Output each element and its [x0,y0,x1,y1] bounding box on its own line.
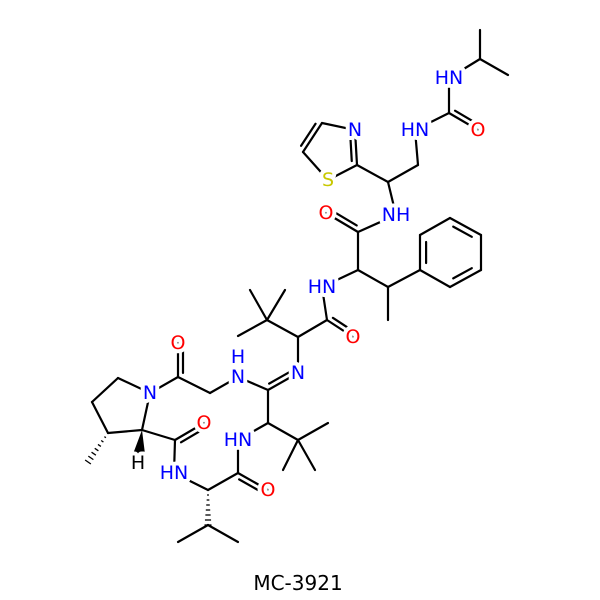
bond [140,428,177,442]
bond [320,268,360,289]
atom-amide2-o: O [346,326,361,348]
bond [265,288,287,322]
atom-urea-o: O [471,119,486,141]
atom-thiazole-n: N [348,119,362,141]
bond [320,121,357,132]
atom-urea-nh-low: HN [401,119,430,141]
bond [326,163,359,182]
atom-urea-nh-top: HN [435,67,464,89]
bond [266,421,300,442]
bond [106,428,144,435]
bond [116,376,152,395]
bond [325,318,355,339]
bond [172,471,210,492]
bond [238,478,264,494]
bond [447,57,482,80]
bond [176,523,210,544]
bond [353,128,359,167]
hash-bond [94,447,99,452]
bond [176,375,212,395]
bond [356,268,390,289]
bond [356,213,398,234]
bond [331,209,358,227]
bond [331,316,354,332]
bond [236,421,270,442]
atom-gly-o: O [171,332,186,354]
bond [208,375,240,395]
bond [448,216,483,237]
bond [206,523,240,544]
hash-bond [100,439,104,443]
bond [148,375,180,395]
bond [413,111,451,132]
atom-val-o: O [261,479,276,501]
bond [248,288,269,322]
bond [140,391,152,432]
bond [296,421,330,442]
bond [413,128,420,167]
bond [301,150,330,182]
bond [418,268,452,289]
bond [452,267,473,280]
atom-pro-h: H [131,452,145,474]
atom-val-nh: HN [160,462,189,484]
bond [90,376,120,404]
atom-amide1-nh: NH [382,204,411,226]
atom-tle-nh: HN [224,429,253,451]
atom-thiazole-s: S [322,169,334,191]
bond [236,471,270,492]
bond [265,318,300,339]
bond [268,369,294,385]
bond [386,163,420,184]
hash-bond [84,459,92,465]
bond [236,375,270,392]
bond [448,268,483,289]
bond [386,268,422,289]
bond [453,109,479,125]
atom-amidine-n: N [231,366,245,388]
bond [447,111,480,132]
bond [299,122,317,147]
bonds [84,28,510,544]
bond [173,421,206,442]
bond [172,438,177,475]
hash-bond [97,443,102,447]
bond [355,163,390,184]
hash-bond [87,455,94,461]
atom-imine-n: N [291,362,305,384]
atom-labels: HN O HN N S NH O HN O N N H O N O H HN O… [127,63,490,505]
bond [452,225,473,238]
bond [478,57,510,77]
atom-amidine-h: H [231,346,245,368]
bond [324,211,360,234]
bond [301,121,324,154]
atom-amide1-o: O [319,202,334,224]
bond [320,285,329,322]
bond [236,318,269,338]
atom-amide2-nh: HN [308,276,337,298]
bond [349,133,353,163]
bond [90,400,110,435]
bond [418,216,452,237]
bond [179,428,205,444]
bond [296,438,317,472]
atom-pro-o: O [197,412,212,434]
atom-pro-n: N [143,382,157,404]
hash-bond [104,436,107,439]
molecule-name: MC-3921 [253,571,342,595]
hash-bond [91,451,97,456]
bond [281,438,300,472]
wedge-bond [133,430,145,454]
bond [386,180,398,217]
bond [266,371,300,392]
bond [206,471,240,492]
bond [296,318,329,339]
